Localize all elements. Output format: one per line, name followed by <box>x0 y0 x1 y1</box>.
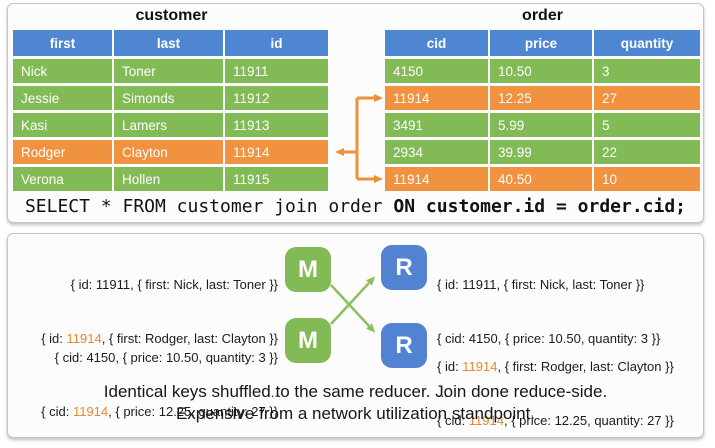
table-cell: 2934 <box>385 140 488 164</box>
mapreduce-panel <box>7 233 704 438</box>
table-cell: 4150 <box>385 59 488 83</box>
record-line: { cid: 11914, { price: 12.25, quantity: … <box>437 413 674 428</box>
table-cell: Clayton <box>114 140 223 164</box>
table-cell: Toner <box>114 59 223 83</box>
mapper1-input-records: { id: 11911, { first: Nick, last: Toner … <box>41 240 278 438</box>
table-cell: 11913 <box>225 113 328 137</box>
table-cell: Simonds <box>114 86 223 110</box>
join-match-arrows <box>335 94 383 183</box>
record-line: { cid: 4150, { price: 10.50, quantity: 3… <box>54 350 278 365</box>
mapper2-input-records: { cid: 4150, { price: 10.50, quantity: 3… <box>41 313 278 448</box>
sql-query: SELECT * FROM customer join order ON cus… <box>7 196 704 217</box>
reducer2-output-records: { id: 11914, { first: Rodger, last: Clay… <box>437 322 674 448</box>
reducer1-output-records: { id: 11911, { first: Nick, last: Toner … <box>437 240 660 438</box>
shuffle-m1-to-r2 <box>330 284 376 333</box>
caption-line-1: Identical keys shuffled to the same redu… <box>103 382 608 401</box>
reducer-box-1: R <box>381 245 427 290</box>
record-line: { cid: 4150, { price: 10.50, quantity: 3… <box>437 331 661 346</box>
table-cell: Jessie <box>13 86 112 110</box>
column-header: price <box>490 30 592 56</box>
table-cell: 11912 <box>225 86 328 110</box>
order-table-title: order <box>522 7 563 24</box>
column-header: cid <box>385 30 488 56</box>
table-cell: 11911 <box>225 59 328 83</box>
table-cell: Nick <box>13 59 112 83</box>
customer-table: first last id Nick Toner 11911 Jessie Si… <box>13 30 328 191</box>
record-ellipsis: ... <box>267 385 278 400</box>
column-header: id <box>225 30 328 56</box>
column-header: quantity <box>594 30 700 56</box>
caption: Identical keys shuffled to the same redu… <box>7 381 704 425</box>
table-cell: 11914 <box>225 140 328 164</box>
table-cell: 10.50 <box>490 59 592 83</box>
sql-query-on-clause: ON customer.id = order.cid; <box>393 196 687 217</box>
table-cell: 10 <box>594 167 700 191</box>
record-line: { id: 11911, { first: Nick, last: Toner … <box>70 277 278 292</box>
sql-query-head: SELECT * FROM customer join order <box>24 196 394 217</box>
mapper-box-1: M <box>285 247 331 292</box>
table-cell: 3491 <box>385 113 488 137</box>
table-cell: 5 <box>594 113 700 137</box>
table-cell: 11914 <box>385 86 488 110</box>
record-ellipsis: ... <box>437 385 448 400</box>
table-cell: 3 <box>594 59 700 83</box>
table-cell: Lamers <box>114 113 223 137</box>
table-cell: 27 <box>594 86 700 110</box>
table-cell: 12.25 <box>490 86 592 110</box>
customer-table-title: customer <box>135 7 208 24</box>
table-cell: Rodger <box>13 140 112 164</box>
shuffle-arrows <box>330 276 376 333</box>
table-cell: 40.50 <box>490 167 592 191</box>
order-table: cid price quantity 4150 10.50 3 11914 12… <box>385 30 700 191</box>
table-cell: 22 <box>594 140 700 164</box>
mapper-box-2: M <box>285 318 331 363</box>
caption-line-2: Expensive from a network utilization sta… <box>175 404 536 423</box>
table-cell: Kasi <box>13 113 112 137</box>
table-cell: 11914 <box>385 167 488 191</box>
table-cell: 5.99 <box>490 113 592 137</box>
record-line: { id: 11911, { first: Nick, last: Toner … <box>437 277 645 292</box>
table-cell: 11915 <box>225 167 328 191</box>
column-header: last <box>114 30 223 56</box>
table-cell: 39.99 <box>490 140 592 164</box>
record-line: { id: 11914, { first: Rodger, last: Clay… <box>41 331 278 346</box>
reducer-box-2: R <box>381 323 427 368</box>
table-cell: Verona <box>13 167 112 191</box>
table-cell: Hollen <box>114 167 223 191</box>
record-line: { cid: 11914, { price: 12.25, quantity: … <box>41 404 278 419</box>
shuffle-m2-to-r1 <box>330 276 376 325</box>
column-header: first <box>13 30 112 56</box>
record-line: { id: 11914, { first: Rodger, last: Clay… <box>437 359 674 374</box>
